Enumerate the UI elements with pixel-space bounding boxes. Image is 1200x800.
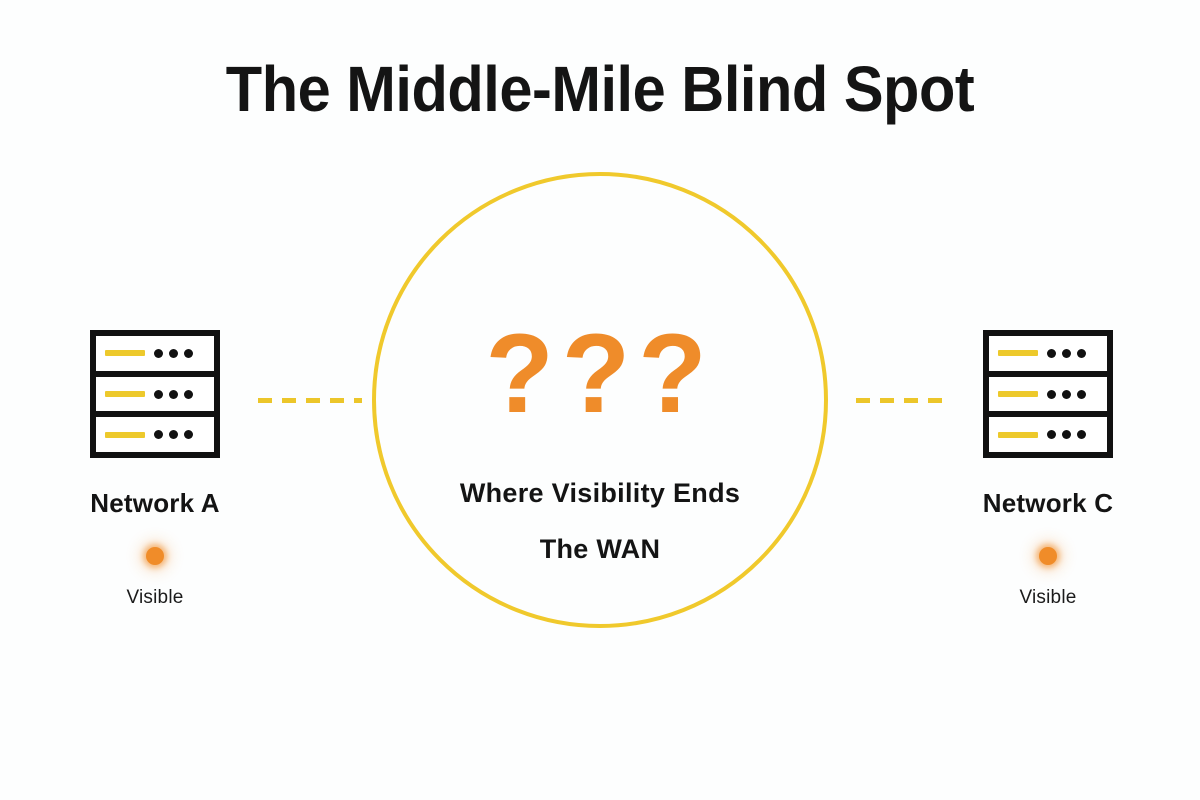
status-label-network-c: Visible <box>1019 587 1077 608</box>
server-rack-icon <box>983 330 1113 458</box>
node-network-a: Network A Visible <box>5 330 305 609</box>
node-label-network-c: Network C <box>982 488 1114 518</box>
rack-light-icon <box>1077 348 1086 358</box>
status-indicator-network-a <box>5 545 305 567</box>
rack-indicator-lights <box>154 430 193 440</box>
rack-bar-icon <box>998 431 1038 438</box>
rack-light-icon <box>169 348 178 358</box>
rack-light-icon <box>1047 348 1056 358</box>
status-dot-icon <box>1039 547 1057 565</box>
rack-bar-icon <box>105 431 145 438</box>
rack-light-icon <box>184 348 193 358</box>
blind-spot-circle <box>372 172 828 628</box>
rack-light-icon <box>184 430 193 440</box>
rack-indicator-lights <box>154 348 193 358</box>
rack-light-icon <box>184 389 193 399</box>
rack-bar-icon <box>105 391 145 397</box>
rack-bay <box>96 411 214 453</box>
node-network-c: Network C Visible <box>898 330 1198 609</box>
rack-light-icon <box>154 348 163 358</box>
rack-light-icon <box>169 430 178 440</box>
rack-indicator-lights <box>154 389 193 399</box>
status-dot-icon <box>146 547 164 565</box>
rack-bay <box>989 336 1107 371</box>
node-label-network-a: Network A <box>90 488 220 518</box>
rack-bar-icon <box>105 350 145 357</box>
dashed-line <box>856 398 946 403</box>
rack-light-icon <box>154 389 163 399</box>
blind-spot-caption-primary: Where Visibility Ends <box>459 478 741 508</box>
rack-indicator-lights <box>1047 348 1086 358</box>
rack-light-icon <box>1047 389 1056 399</box>
rack-indicator-lights <box>1047 430 1086 440</box>
link-center-to-c <box>856 398 946 403</box>
rack-light-icon <box>1062 348 1071 358</box>
blind-spot-caption-secondary: The WAN <box>539 534 661 564</box>
rack-bay <box>96 336 214 371</box>
question-marks-icon: ??? <box>485 311 715 436</box>
rack-bay <box>989 411 1107 453</box>
link-a-to-center <box>258 398 362 403</box>
rack-light-icon <box>154 430 163 440</box>
page-title: The Middle-Mile Blind Spot <box>225 53 975 125</box>
rack-bar-icon <box>998 350 1038 357</box>
rack-bar-icon <box>998 391 1038 397</box>
rack-bay <box>96 370 214 412</box>
rack-light-icon <box>169 389 178 399</box>
status-indicator-network-c <box>898 545 1198 567</box>
rack-bay <box>989 370 1107 412</box>
rack-light-icon <box>1062 389 1071 399</box>
rack-light-icon <box>1077 430 1086 440</box>
rack-light-icon <box>1077 389 1086 399</box>
rack-light-icon <box>1047 430 1056 440</box>
dashed-line <box>258 398 362 403</box>
rack-light-icon <box>1062 430 1071 440</box>
server-rack-icon <box>90 330 220 458</box>
rack-indicator-lights <box>1047 389 1086 399</box>
status-label-network-a: Visible <box>126 587 184 608</box>
